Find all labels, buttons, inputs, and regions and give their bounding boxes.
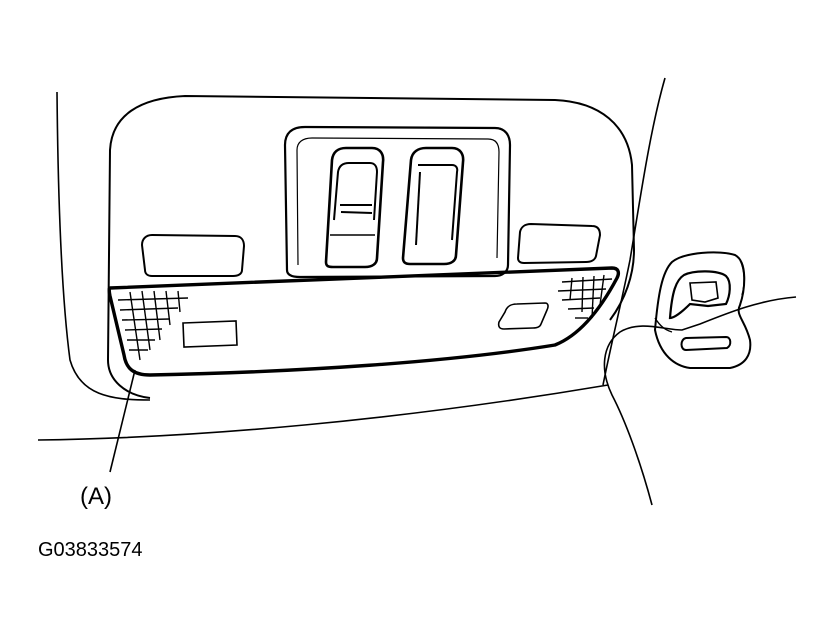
right-upper-lens [516, 222, 602, 265]
visor-arm-detail [654, 317, 673, 333]
left-rocker-switch [324, 146, 385, 269]
visor-clip [653, 251, 752, 369]
visor-arm [603, 296, 797, 506]
console-housing [106, 94, 636, 399]
lens-right-window [497, 302, 549, 330]
left-upper-lens [140, 233, 246, 277]
lens-hatch-right [557, 274, 613, 319]
pillar-edge [602, 77, 666, 386]
headliner-left-edge [56, 91, 151, 401]
switch-recess-inner [296, 137, 500, 266]
lens-hatch-left [117, 290, 189, 361]
right-rocker-switch [401, 146, 465, 266]
callout-leader-a [109, 369, 136, 473]
lens-left-window [182, 320, 238, 348]
headliner-bottom-edge [37, 384, 609, 441]
switch-recess [283, 125, 512, 279]
map-lamp-lens[interactable] [107, 266, 621, 377]
figure-code: G03833574 [38, 539, 143, 561]
callout-label-a: (A) [80, 483, 112, 510]
